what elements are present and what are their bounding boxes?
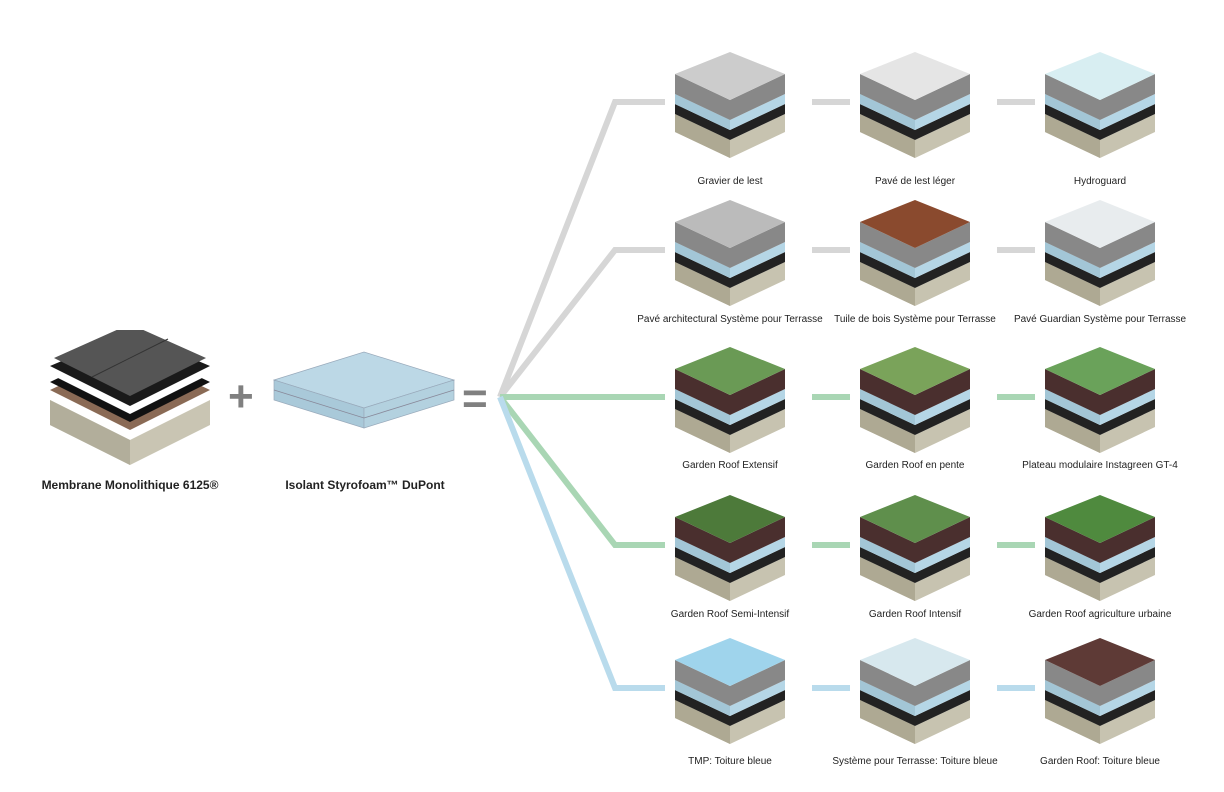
insulation-label: Isolant Styrofoam™ DuPont: [285, 478, 445, 492]
roof-system-label: Pavé architectural Système pour Terrasse: [637, 314, 823, 325]
roof-system-illustration: [665, 200, 795, 310]
roof-system-label: Garden Roof agriculture urbaine: [1028, 609, 1172, 620]
plus-sign: +: [228, 372, 254, 421]
roof-system-label: Tuile de bois Système pour Terrasse: [834, 314, 996, 325]
roof-system-label: TMP: Toiture bleue: [688, 756, 772, 767]
roof-system-label: Garden Roof Semi-Intensif: [670, 609, 790, 620]
insulation-illustration: [272, 351, 456, 429]
roof-system-illustration: [665, 495, 795, 605]
roof-system-label: Garden Roof Extensif: [682, 460, 778, 471]
roof-system-illustration: [1035, 638, 1165, 748]
membrane-label: Membrane Monolithique 6125®: [41, 478, 219, 492]
roof-system-label: Garden Roof Intensif: [868, 609, 962, 620]
roof-system-label: Pavé de lest léger: [874, 176, 956, 187]
branch-line-row-2: [497, 247, 665, 399]
roof-system-illustration: [665, 347, 795, 457]
membrane-illustration: [50, 330, 210, 465]
roof-system-illustration: [850, 495, 980, 605]
roof-system-illustration: [850, 200, 980, 310]
roof-system-illustration: [1035, 200, 1165, 310]
roof-system-illustration: [850, 52, 980, 162]
roof-system-label: Hydroguard: [1073, 176, 1127, 187]
roof-system-label: Pavé Guardian Système pour Terrasse: [1013, 314, 1187, 325]
roof-system-label: Garden Roof en pente: [865, 460, 965, 471]
roof-system-illustration: [850, 638, 980, 748]
roof-system-label: Système pour Terrasse: Toiture bleue: [832, 756, 998, 767]
roof-system-label: Garden Roof: Toiture bleue: [1040, 756, 1160, 767]
roof-system-illustration: [665, 52, 795, 162]
roof-system-illustration: [1035, 347, 1165, 457]
roof-system-illustration: [850, 347, 980, 457]
branch-line-row-4: [497, 395, 665, 548]
roof-system-label: Plateau modulaire Instagreen GT-4: [1022, 460, 1178, 471]
roof-system-illustration: [1035, 495, 1165, 605]
roof-system-illustration: [665, 638, 795, 748]
branch-line-row-5: [497, 395, 665, 691]
branch-line-row-1: [497, 99, 665, 399]
roof-system-label: Gravier de lest: [697, 176, 763, 187]
roof-system-illustration: [1035, 52, 1165, 162]
equals-sign: =: [462, 374, 488, 423]
